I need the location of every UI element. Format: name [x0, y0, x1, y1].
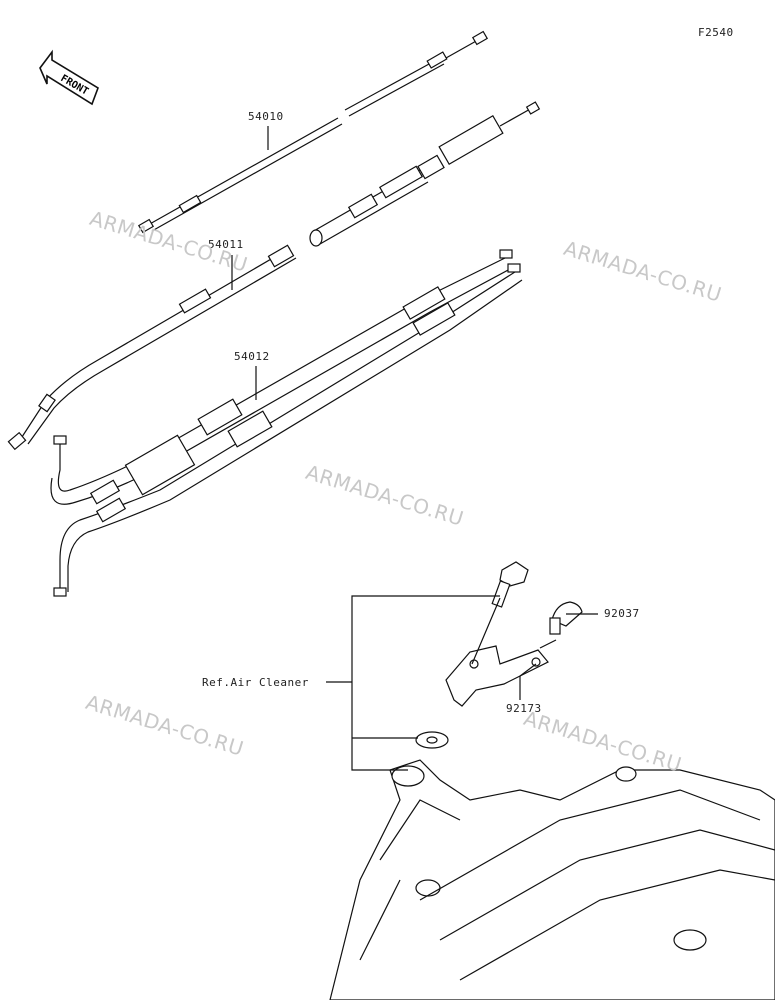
leader-lines: [231, 126, 598, 771]
bracket-92173: [445, 645, 549, 707]
air-cleaner-housing: [329, 759, 775, 1000]
part-label-54010[interactable]: 54010: [248, 110, 284, 123]
part-label-54011[interactable]: 54011: [208, 238, 244, 251]
part-label-92037[interactable]: 92037: [604, 607, 640, 620]
washer: [415, 731, 449, 749]
ref-air-cleaner-label: Ref.Air Cleaner: [202, 676, 309, 689]
cable-54010: [137, 30, 489, 234]
bolt: [491, 561, 529, 608]
part-label-54012[interactable]: 54012: [234, 350, 270, 363]
cable-54011: [7, 244, 297, 451]
clamp-92037: [549, 601, 583, 635]
figure-code: F2540: [698, 26, 734, 39]
cable-54012: [50, 249, 523, 597]
cable-adjuster: [309, 101, 541, 247]
part-label-92173[interactable]: 92173: [506, 702, 542, 715]
front-arrow-icon: FRONT: [39, 49, 99, 106]
